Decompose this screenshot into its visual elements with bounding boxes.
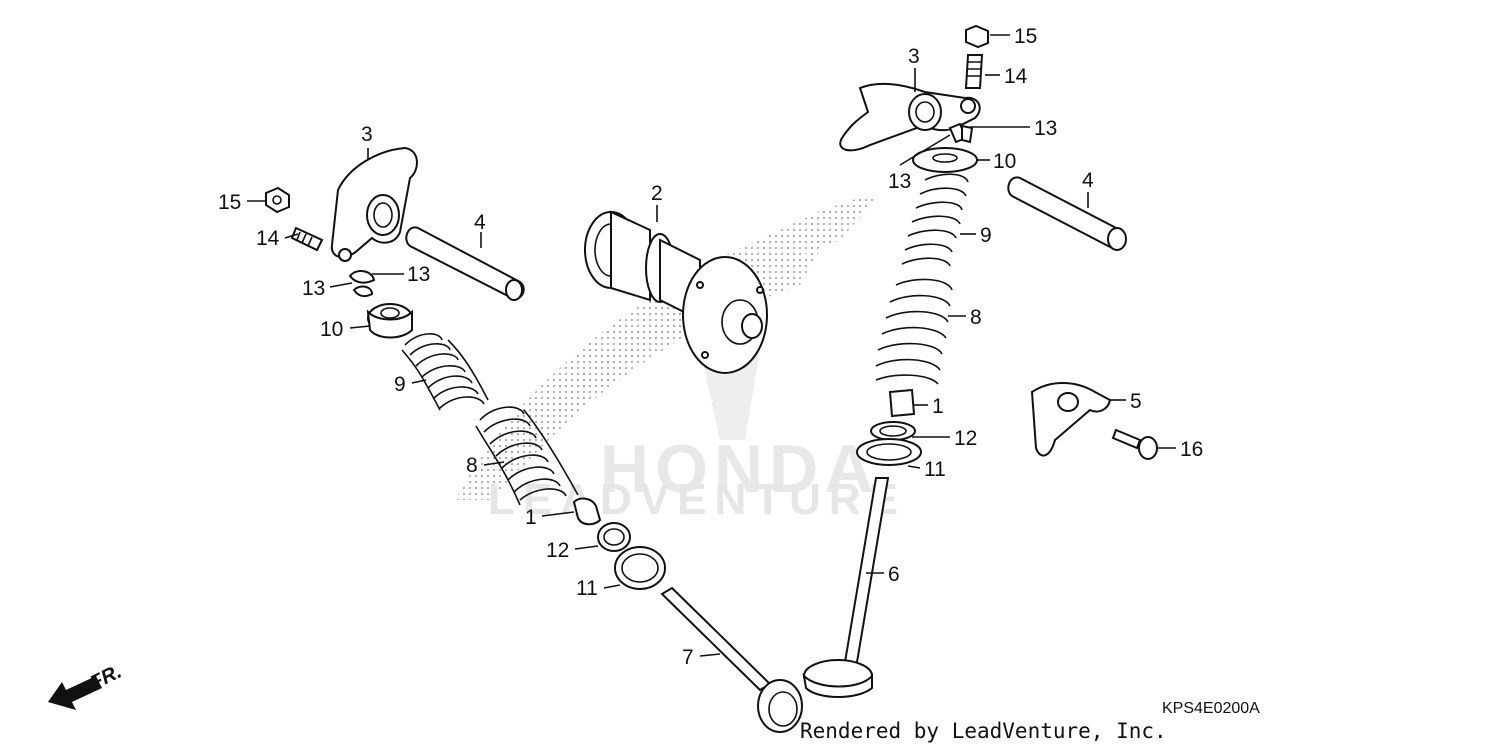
right-rocker-arm	[839, 82, 981, 152]
guide-plate-bolt	[1111, 428, 1158, 460]
right-spring-seat-ring	[856, 438, 922, 466]
callout-left-stem-seal: 1	[525, 506, 537, 529]
callout-left-valve: 7	[682, 646, 694, 669]
callout-right-valve: 6	[888, 563, 900, 586]
callout-left-retainer: 10	[320, 318, 343, 341]
callout-right-spring-inner: 8	[970, 306, 982, 329]
right-adjust-nut	[965, 24, 989, 49]
callout-guide-bolt: 16	[1180, 438, 1203, 461]
left-spring-seat-ring	[614, 546, 666, 590]
left-adjust-nut	[265, 186, 290, 214]
callout-left-cotter-a: 13	[302, 277, 325, 300]
callout-right-spring-outer: 9	[980, 224, 992, 247]
watermark-honda-text: HONDA	[600, 431, 879, 507]
callout-left-ring: 11	[576, 577, 598, 600]
callout-left-rocker-shaft: 4	[474, 211, 486, 234]
cam-chain-guide-plate	[1030, 382, 1112, 457]
front-arrow-icon	[48, 676, 102, 710]
left-rocker-shaft	[405, 226, 525, 301]
callout-left-washer: 12	[546, 539, 569, 562]
callout-guide-plate: 5	[1130, 390, 1142, 413]
callout-right-stem-seal: 1	[932, 395, 944, 418]
left-valve-spring-outer	[401, 333, 489, 411]
callout-right-rocker-arm: 3	[908, 45, 920, 68]
render-credit: Rendered by LeadVenture, Inc.	[800, 719, 1167, 743]
left-adjust-screw	[290, 226, 324, 252]
callout-labels: 3 4 15 14 13 13 10 9 8 1 12 11 7 2 15 14…	[218, 25, 1203, 669]
callout-right-retainer: 10	[993, 150, 1016, 173]
left-spring-seat-washer	[597, 522, 631, 552]
left-intake-valve	[660, 586, 803, 733]
diagram-code: KPS4E0200A	[1162, 700, 1260, 717]
callout-right-washer: 12	[954, 427, 977, 450]
callout-left-screw: 14	[256, 227, 280, 250]
right-stem-seal	[888, 388, 916, 418]
watermark-leadventure-text: LEADVENTURE	[488, 475, 906, 524]
left-valve-cotters	[348, 270, 376, 298]
right-adjust-screw	[964, 54, 984, 89]
callout-left-nut: 15	[218, 191, 241, 214]
watermark: HONDA LEADVENTURE	[455, 195, 906, 524]
right-valve-spring-inner	[875, 278, 953, 385]
callout-right-screw: 14	[1004, 65, 1028, 88]
callout-right-cotter-b: 13	[888, 170, 911, 193]
right-valve-cotters	[948, 122, 974, 144]
callout-right-rocker-shaft: 4	[1082, 169, 1094, 192]
right-rocker-shaft	[1007, 176, 1127, 251]
callout-camshaft: 2	[651, 182, 663, 205]
left-valve-spring-inner	[475, 406, 579, 506]
leader-lines	[247, 34, 1176, 657]
callout-left-spring-outer: 9	[394, 373, 406, 396]
left-rocker-arm	[330, 146, 418, 262]
callout-left-spring-inner: 8	[466, 454, 478, 477]
right-spring-seat-washer	[870, 421, 916, 441]
right-valve-spring-outer	[901, 173, 969, 267]
callout-right-ring: 11	[924, 458, 946, 481]
callout-left-cotter-b: 13	[407, 263, 430, 286]
camshaft	[584, 210, 768, 374]
left-spring-retainer	[366, 303, 413, 339]
callout-right-nut: 15	[1014, 25, 1037, 48]
left-stem-seal	[572, 497, 602, 526]
callout-left-rocker-arm: 3	[361, 123, 373, 146]
callout-right-cotter-a: 13	[1034, 117, 1057, 140]
front-direction-indicator: FR.	[48, 661, 125, 710]
